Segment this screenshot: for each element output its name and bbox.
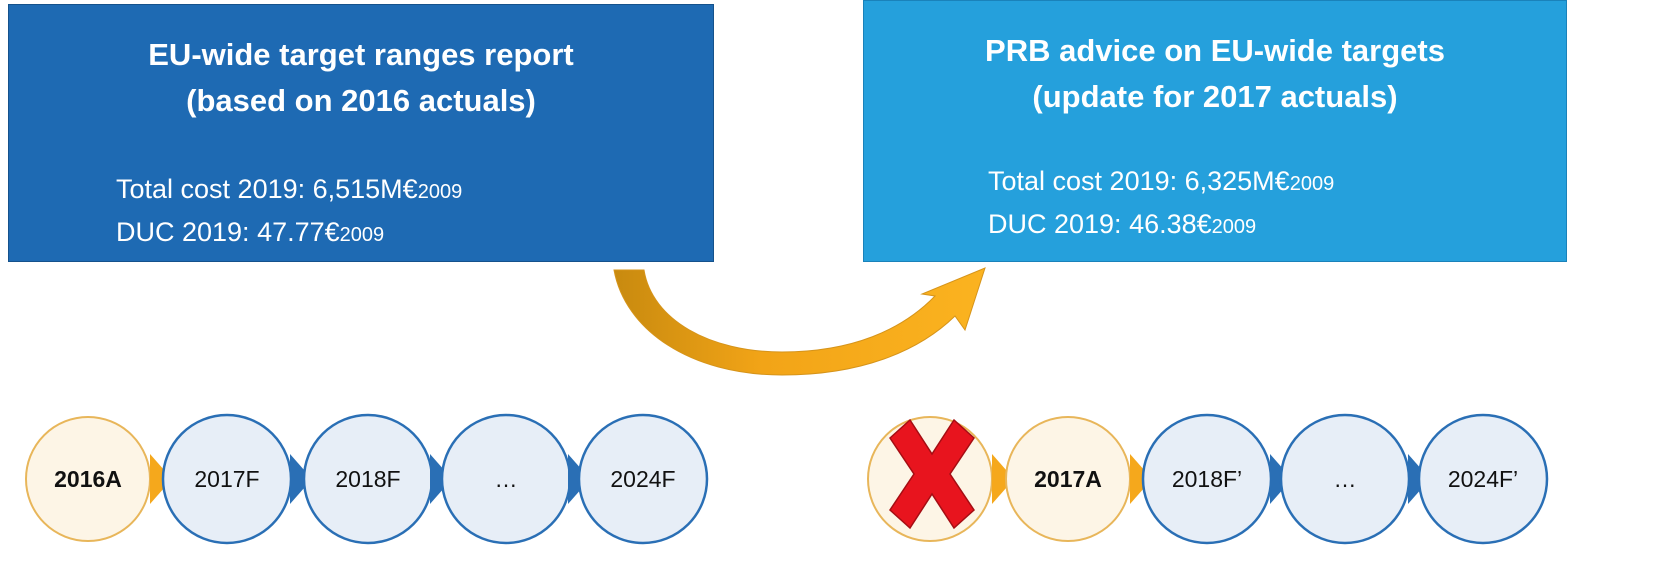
arrow-chevron-icon	[992, 454, 1014, 504]
arrow-chevron-icon	[1130, 454, 1152, 504]
curved-arrow-icon	[613, 267, 986, 376]
timeline-node	[577, 413, 709, 545]
eu-wide-target-ranges-box: EU-wide target ranges report (based on 2…	[8, 4, 714, 262]
timeline-label: …	[1334, 466, 1357, 492]
right-total-cost: Total cost 2019: 6,325M€2009	[988, 166, 1335, 196]
timeline-label: 2017F	[194, 466, 259, 492]
red-cross-icon	[889, 418, 975, 530]
left-box-values: Total cost 2019: 6,515M€2009 DUC 2019: 4…	[116, 169, 462, 255]
right-box-values: Total cost 2019: 6,325M€2009 DUC 2019: 4…	[988, 161, 1334, 247]
arrow-chevron-icon	[150, 454, 172, 504]
timeline-label: 2017A	[1034, 466, 1102, 492]
left-timeline: 2016A 2017F 2018F … 2024F	[25, 413, 709, 545]
right-timeline: 2017A 2018F’ … 2024F’	[867, 413, 1549, 545]
arrow-chevron-icon	[290, 454, 312, 504]
prb-advice-box: PRB advice on EU-wide targets (update fo…	[863, 0, 1567, 262]
timeline-label: 2024F’	[1448, 466, 1518, 492]
timeline-label: 2016A	[54, 466, 122, 492]
left-duc: DUC 2019: 47.77€2009	[116, 217, 385, 247]
timeline-label: …	[495, 466, 518, 492]
right-box-title: PRB advice on EU-wide targets (update fo…	[985, 33, 1445, 114]
timeline-label: 2018F’	[1172, 466, 1242, 492]
right-duc: DUC 2019: 46.38€2009	[988, 209, 1257, 239]
left-box-title: EU-wide target ranges report (based on 2…	[148, 37, 574, 118]
timeline-label: 2018F	[335, 466, 400, 492]
timeline-label: 2024F	[610, 466, 675, 492]
timeline-node	[1417, 413, 1549, 545]
left-total-cost: Total cost 2019: 6,515M€2009	[116, 174, 463, 204]
